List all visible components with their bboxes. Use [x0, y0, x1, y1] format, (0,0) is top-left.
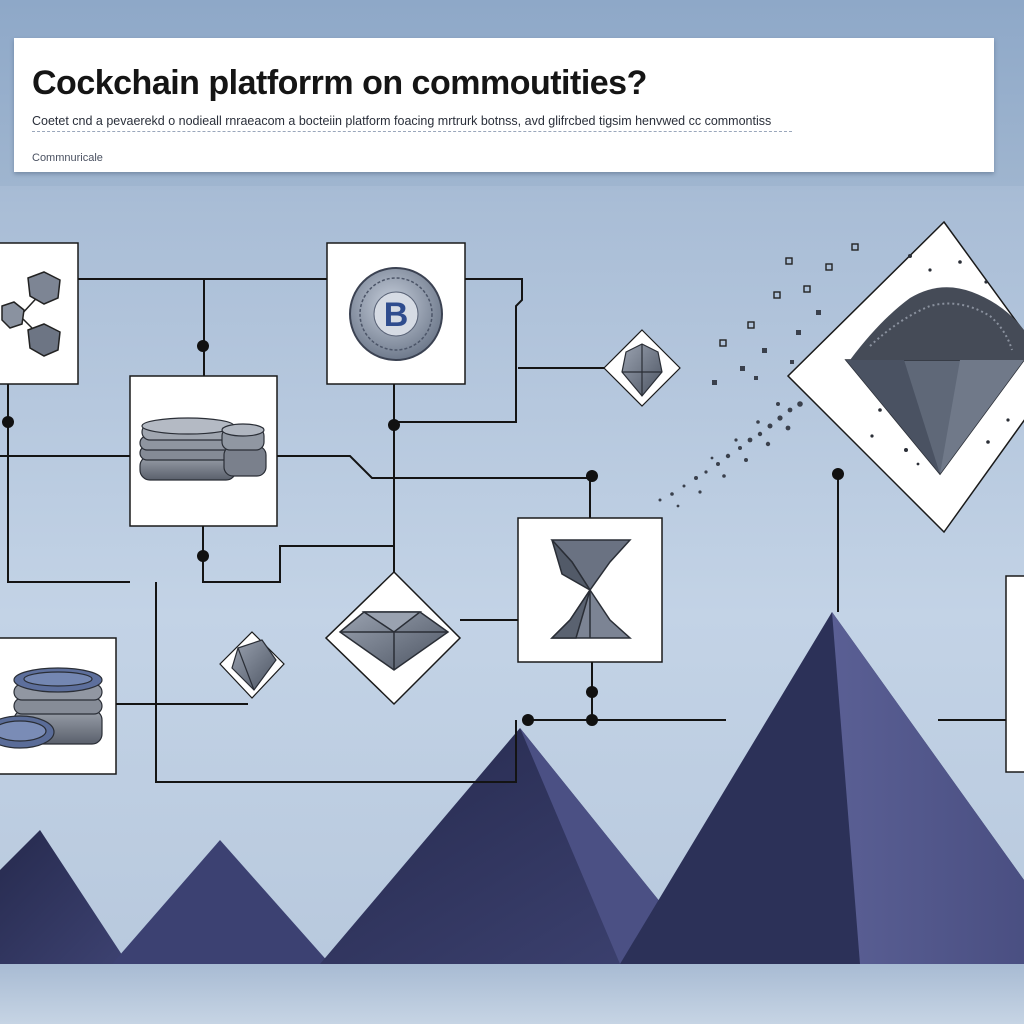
gem-icon: [621, 343, 663, 397]
hourglass-gem-icon: [550, 539, 632, 639]
coin-stack-icon: [0, 667, 103, 749]
header-footnote: Commnuricale: [32, 152, 103, 164]
gem-icon: [338, 611, 450, 671]
node-right-edge: [1005, 575, 1024, 773]
junction-dots: [2, 340, 844, 726]
bitcoin-coin-icon: B: [349, 267, 443, 361]
node-gem-center: [324, 570, 462, 706]
ore-gem-icon: [844, 287, 1024, 476]
flow-diagram: B: [0, 220, 1024, 964]
node-coin-stack-bottom: [0, 637, 117, 775]
node-network-cubes: [0, 242, 79, 385]
page-subtitle: Coetet cnd a pevaerekd o nodieall rnraea…: [32, 114, 792, 132]
coin-stack-icon: [139, 417, 267, 481]
svg-text:B: B: [384, 296, 409, 334]
page-title: Cockchain platforrm on commoutities?: [32, 64, 647, 102]
node-hourglass-gem: [517, 517, 663, 663]
connector-lines: [0, 278, 1006, 783]
mountain-range: [0, 612, 1024, 964]
mountain-left: [0, 830, 128, 964]
node-gem-tiny: [219, 631, 285, 699]
node-ore-diamond: [786, 220, 1024, 534]
bottom-strip: [0, 964, 1024, 1024]
mountain-left-2: [112, 840, 330, 964]
particle-stream: [658, 243, 859, 508]
node-coin-stack-top: [129, 375, 278, 527]
node-bitcoin-coin: B: [326, 242, 466, 385]
gem-icon: [231, 639, 277, 691]
header-card: Cockchain platforrm on commoutities? Coe…: [14, 38, 994, 172]
molecule-cubes-icon: [1, 271, 61, 357]
mountain-right-face: [832, 612, 1024, 964]
ore-particles: [870, 254, 1010, 466]
node-gem-small: [603, 329, 681, 407]
